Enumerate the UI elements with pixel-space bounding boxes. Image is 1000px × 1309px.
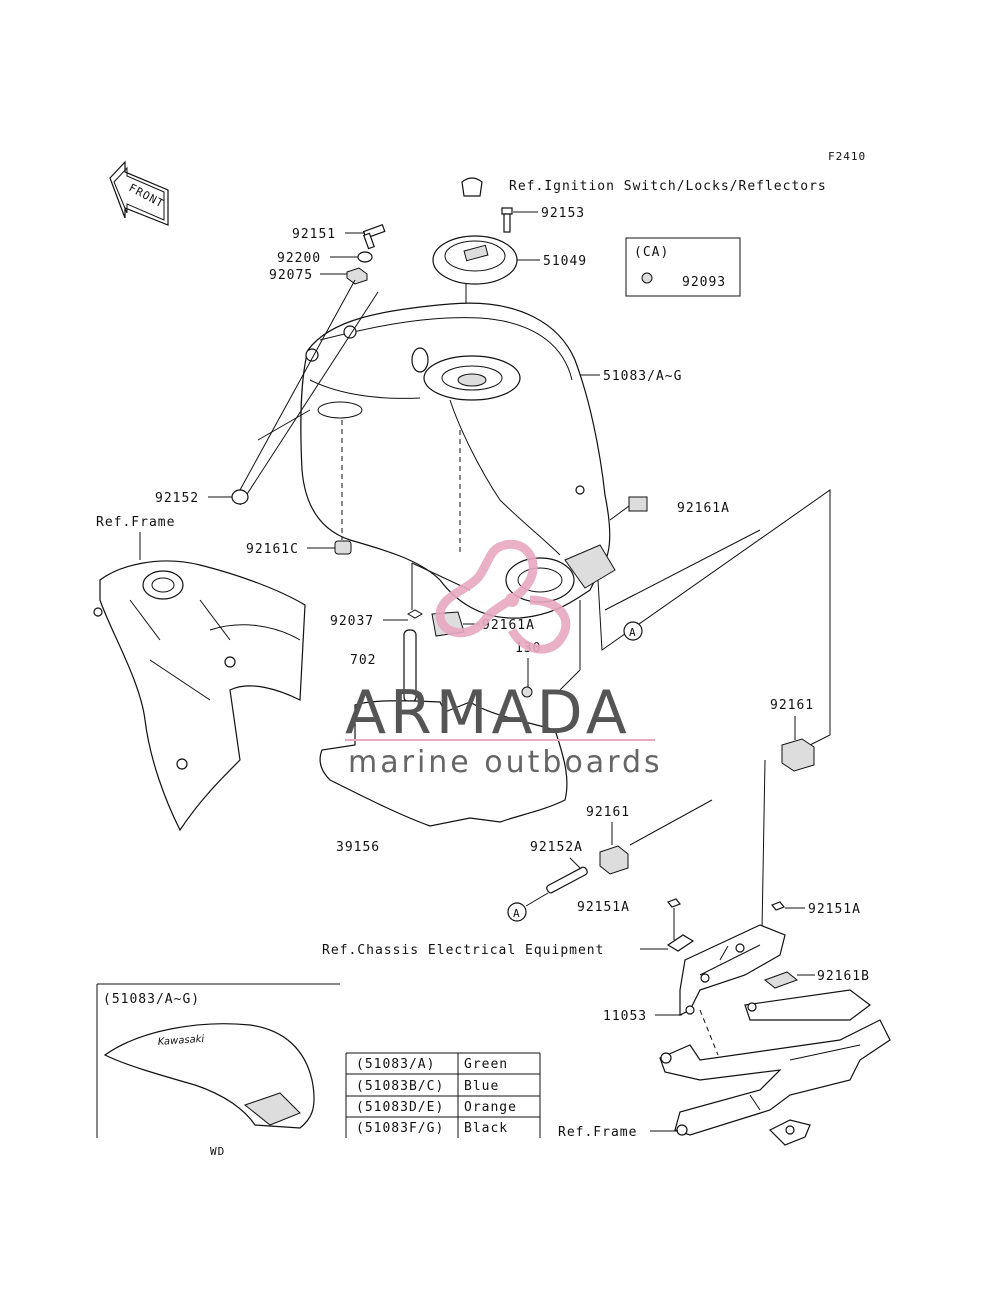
table-row-color: Black <box>464 1121 508 1136</box>
pad-92161b-icon <box>763 971 799 989</box>
bolt-92151-icon <box>362 223 386 250</box>
label-39156: 39156 <box>336 840 380 855</box>
washer-92200-icon <box>357 251 373 263</box>
watermark-brand: ARMADA <box>345 678 631 748</box>
front-arrow-icon: FRONT <box>109 160 169 226</box>
damper-92075-icon <box>346 267 368 285</box>
label-92151a-left: 92151A <box>577 900 630 915</box>
inset-tank-logo: Kawasaki <box>157 1034 204 1048</box>
rubber-92161-right-icon <box>781 738 815 772</box>
inset-title: (51083/A~G) <box>103 992 200 1007</box>
table-row-color: Orange <box>464 1100 517 1115</box>
inset-panel: (51083/A~G) Kawasaki WD <box>96 983 340 1158</box>
color-table: (51083/A) Green (51083B/C) Blue (51083D/… <box>345 1052 541 1138</box>
table-row-part: (51083/A) <box>356 1057 435 1072</box>
label-92075: 92075 <box>269 268 313 283</box>
label-92151a-right: 92151A <box>808 902 861 917</box>
label-92161b: 92161B <box>817 969 870 984</box>
table-row-color: Green <box>464 1057 508 1072</box>
ref-frame-top-label: Ref.Frame <box>96 515 175 530</box>
label-11053: 11053 <box>603 1009 647 1024</box>
label-92152: 92152 <box>155 491 199 506</box>
label-92093: 92093 <box>682 275 726 290</box>
label-92161a-right: 92161A <box>677 501 730 516</box>
pad-92161a-right-icon <box>628 496 648 512</box>
label-92200: 92200 <box>277 251 321 266</box>
ca-box: (CA) 92093 <box>625 237 741 297</box>
label-92161c: 92161C <box>246 542 299 557</box>
watermark-tagline: marine outboards <box>348 745 663 780</box>
label-702: 702 <box>350 653 376 668</box>
fuel-cap-51049-icon <box>432 235 518 285</box>
ref-frame-bottom-label: Ref.Frame <box>558 1125 637 1140</box>
label-51083: 51083/A~G <box>603 369 682 384</box>
label-92161a-mid: 92161A <box>482 618 535 633</box>
label-51049: 51049 <box>543 254 587 269</box>
bolt-92151a-right-icon <box>771 901 785 911</box>
pad-39156-icon <box>319 700 568 827</box>
collar-92152a-icon <box>546 866 588 894</box>
wd-label: WD <box>210 1145 225 1158</box>
frame-left-icon <box>93 560 306 832</box>
ref-a-lower-icon <box>507 902 527 922</box>
ref-a-upper-label: A <box>629 626 637 639</box>
bracket-11053-icon <box>666 924 786 1016</box>
label-92161-right: 92161 <box>770 698 814 713</box>
clip-92037-icon <box>406 609 424 619</box>
bolt-92151a-left-icon <box>667 898 681 908</box>
ref-a-lower-label: A <box>513 907 521 920</box>
frame-rear-icon <box>659 989 891 1146</box>
rubber-92161c-icon <box>334 540 352 555</box>
watermark-logo-icon <box>435 539 571 654</box>
table-row-part: (51083B/C) <box>356 1079 444 1094</box>
figure-code: F2410 <box>828 150 866 163</box>
fuel-tank-51083-icon <box>300 302 616 619</box>
label-92037: 92037 <box>330 614 374 629</box>
label-92151: 92151 <box>292 227 336 242</box>
grommet-92152-icon <box>231 489 249 505</box>
label-92161-mid: 92161 <box>586 805 630 820</box>
nut-130-icon <box>521 686 533 698</box>
rubber-92161-mid-icon <box>599 845 629 875</box>
ref-chassis-label: Ref.Chassis Electrical Equipment <box>322 943 604 958</box>
ref-a-upper-icon <box>623 621 643 641</box>
screw-92153-icon <box>501 207 513 233</box>
table-row-part: (51083D/E) <box>356 1100 444 1115</box>
ca-label: (CA) <box>634 245 669 260</box>
table-row-color: Blue <box>464 1079 499 1094</box>
table-row-part: (51083F/G) <box>356 1121 444 1136</box>
watermark: ARMADA marine outboards <box>345 539 663 780</box>
label-92153: 92153 <box>541 206 585 221</box>
nut-92093-icon <box>641 272 653 284</box>
ignition-cap-icon <box>461 177 483 197</box>
label-92152a: 92152A <box>530 840 583 855</box>
ref-ignition-label: Ref.Ignition Switch/Locks/Reflectors <box>509 179 827 194</box>
